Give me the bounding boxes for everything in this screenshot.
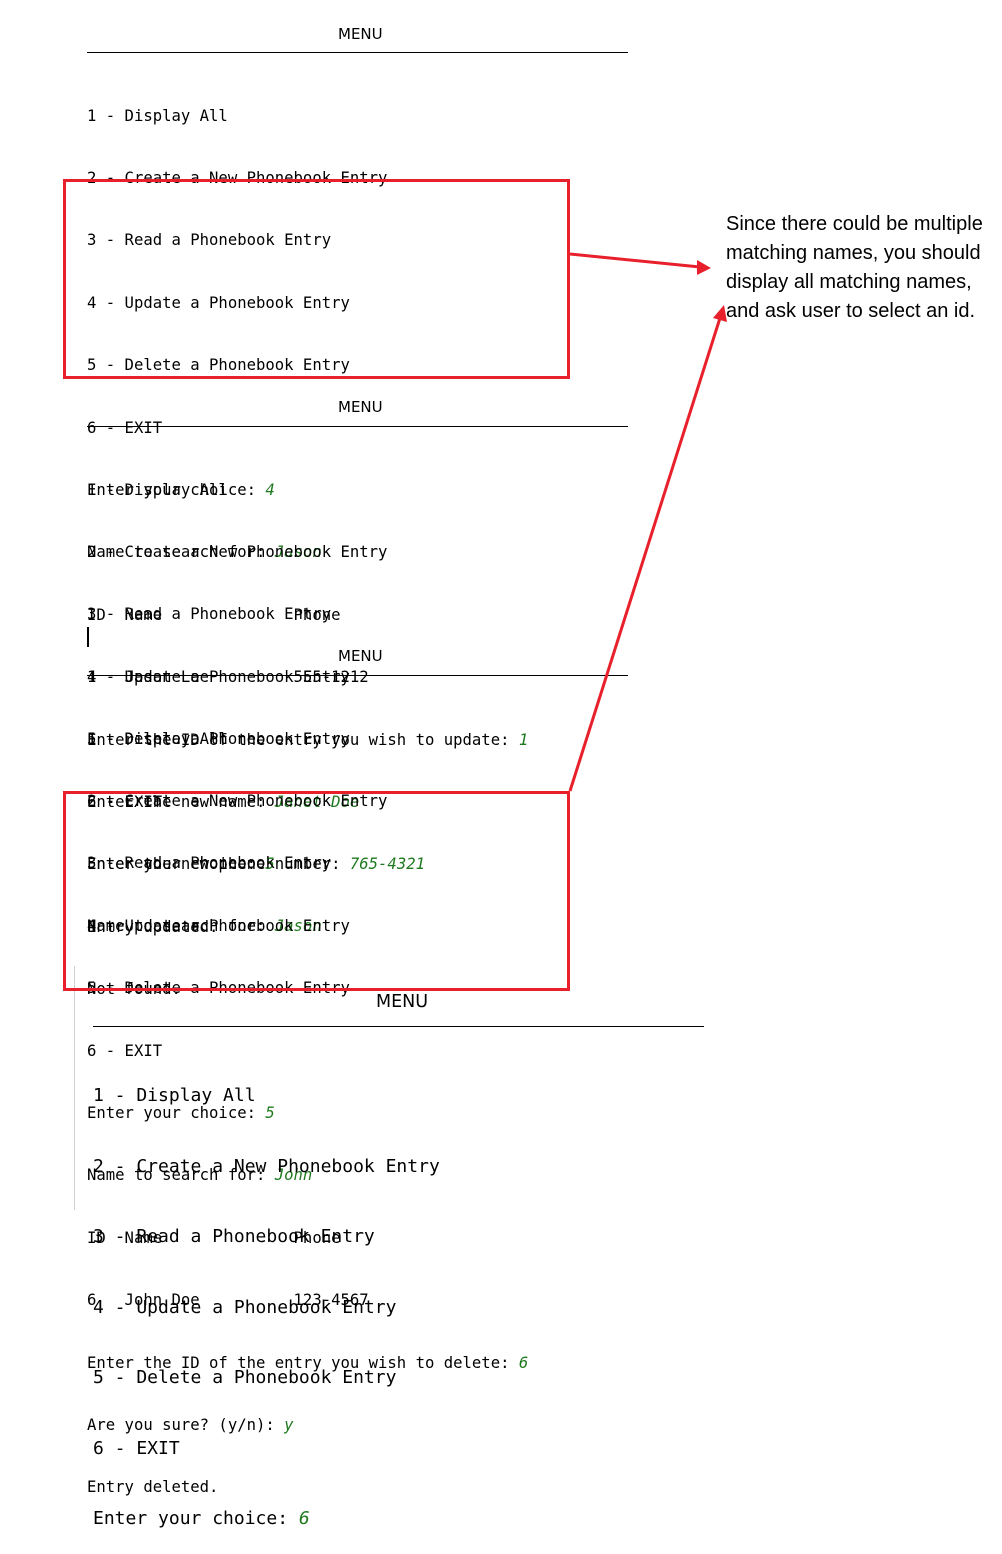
- annotation-note: Since there could be multiple matching n…: [726, 213, 983, 322]
- menu-item: 6 - EXIT: [93, 1437, 180, 1459]
- menu-item: 1 - Display All: [87, 106, 228, 125]
- menu-item: 6 - EXIT: [87, 1041, 163, 1060]
- menu-item: 2 - Create a New Phonebook Entry: [87, 542, 388, 561]
- choice-prompt: Enter your choice:: [87, 854, 266, 873]
- menu-divider: [87, 52, 628, 53]
- menu-item: 4 - Update a Phonebook Entry: [87, 916, 350, 935]
- menu-item: 1 - Display All: [87, 480, 228, 499]
- name-line: Enter the new name: Janet Doe: [87, 792, 528, 813]
- choice-input[interactable]: 6: [298, 1508, 310, 1529]
- menu-item: 3 - Read a Phonebook Entry: [87, 854, 332, 873]
- menu-item: 4 - Update a Phonebook Entry: [87, 293, 350, 312]
- menu-item: 6 - EXIT: [87, 792, 163, 811]
- name-prompt: Enter the new name:: [87, 792, 275, 811]
- choice-prompt: Enter your choice:: [93, 1508, 299, 1529]
- menu-item: 1 - Display All: [93, 1085, 256, 1106]
- table-header: ID Name Phone: [87, 605, 341, 624]
- menu-item: 5 - Delete a Phonebook Entry: [87, 356, 350, 375]
- terminal-block-update: 1 - Display All 2 - Create a New Phonebo…: [87, 64, 528, 958]
- id-input[interactable]: 1: [518, 730, 529, 749]
- search-line: Name to search for: Jason: [87, 916, 387, 937]
- menu-item: 3 - Read a Phonebook Entry: [87, 231, 332, 250]
- menu-title: MENU: [338, 25, 383, 43]
- search-prompt: Name to search for:: [87, 917, 275, 936]
- menu-item: 1 - Display All: [87, 729, 228, 748]
- menu-title: MENU: [338, 398, 383, 416]
- highlight-box-delete: [63, 791, 570, 991]
- choice-input[interactable]: 5: [265, 854, 275, 873]
- menu-divider: [87, 426, 628, 427]
- menu-divider: [87, 675, 628, 676]
- choice-input[interactable]: 5: [265, 1103, 275, 1122]
- menu-title: MENU: [338, 647, 383, 665]
- highlight-box-update: [63, 179, 570, 379]
- id-prompt: Enter the ID of the entry you wish to up…: [87, 730, 519, 749]
- phone-line: Enter the new phone number: 765-4321: [87, 854, 528, 875]
- text-cursor: [87, 627, 89, 647]
- search-prompt: Name to search for:: [87, 543, 275, 562]
- name-input[interactable]: Janet Doe: [274, 792, 360, 811]
- table-row: 1 Jason Lee 555-1212: [87, 668, 369, 687]
- choice-prompt: Enter your choice:: [87, 1103, 266, 1122]
- menu-item: 5 - Delete a Phonebook Entry: [87, 730, 350, 749]
- menu-item: 5 - Delete a Phonebook Entry: [93, 1367, 397, 1388]
- terminal-block-delete-notfound: 1 - Display All 2 - Create a New Phonebo…: [87, 438, 387, 1020]
- gutter-line: [74, 966, 75, 1210]
- annotation-arrows: [568, 252, 727, 792]
- menu-item: 2 - Create a New Phonebook Entry: [87, 168, 388, 187]
- menu-divider: [93, 1026, 704, 1027]
- menu-item: 3 - Read a Phonebook Entry: [93, 1226, 375, 1247]
- arrow-head-lower: [713, 305, 727, 322]
- arrow-line-lower: [568, 317, 722, 792]
- choice-line: Enter your choice: 4: [87, 480, 528, 501]
- choice-line: Enter your choice: 5: [87, 1103, 528, 1124]
- choice-prompt: Enter your choice:: [87, 480, 266, 499]
- menu-item: 2 - Create a New Phonebook Entry: [87, 791, 388, 810]
- phone-input[interactable]: 765-4321: [349, 855, 425, 874]
- menu-item: 4 - Update a Phonebook Entry: [93, 1296, 397, 1318]
- id-input[interactable]: 6: [518, 1353, 529, 1372]
- menu-item: 2 - Create a New Phonebook Entry: [93, 1155, 440, 1177]
- search-input[interactable]: Jason: [274, 543, 322, 562]
- search-input[interactable]: John: [274, 1166, 313, 1185]
- menu-title: MENU: [376, 992, 429, 1012]
- choice-input[interactable]: 4: [265, 480, 275, 499]
- menu-item: 4 - Update a Phonebook Entry: [87, 667, 350, 686]
- arrow-line-upper: [569, 252, 701, 269]
- choice-line: Enter your choice: 6: [93, 1507, 440, 1531]
- search-input[interactable]: Jason: [274, 917, 322, 936]
- menu-item: 6 - EXIT: [87, 418, 163, 437]
- search-line: Name to search for: Jason: [87, 542, 528, 563]
- arrow-head-upper: [697, 260, 711, 275]
- result-message: Entry updated.: [87, 917, 219, 936]
- search-line: Name to search for: John: [87, 1165, 528, 1186]
- choice-line: Enter your choice: 5: [87, 854, 387, 875]
- search-prompt: Name to search for:: [87, 1166, 275, 1185]
- phone-prompt: Enter the new phone number:: [87, 855, 350, 874]
- menu-item: 3 - Read a Phonebook Entry: [87, 605, 332, 624]
- id-line: Enter the ID of the entry you wish to up…: [87, 730, 528, 751]
